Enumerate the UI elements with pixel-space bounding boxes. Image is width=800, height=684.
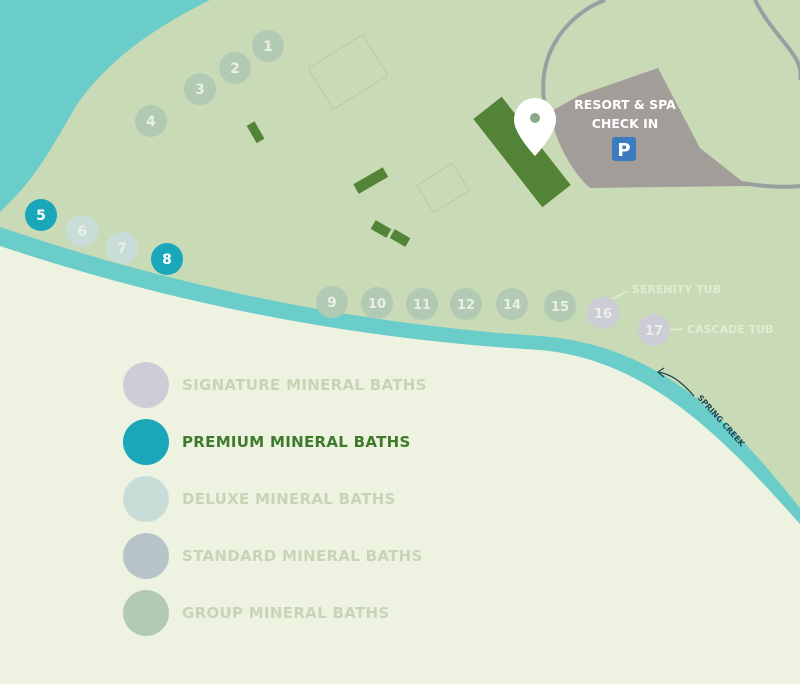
river-upper: [0, 0, 210, 212]
field-outline: [416, 162, 470, 214]
legend-swatch: [123, 476, 169, 522]
legend-swatch: [123, 533, 169, 579]
bath-marker-circle: [135, 105, 167, 137]
legend: SIGNATURE MINERAL BATHS PREMIUM MINERAL …: [123, 362, 543, 647]
bath-marker-17[interactable]: 17: [638, 314, 670, 346]
parking-letter: P: [617, 140, 630, 161]
bath-marker-5[interactable]: 5: [25, 199, 57, 231]
bath-marker-number: 8: [162, 252, 172, 268]
bath-marker-circle: [361, 287, 393, 319]
legend-swatch: [123, 419, 169, 465]
bath-marker-number: 1: [263, 39, 273, 55]
checkin-line2: CHECK IN: [592, 116, 659, 131]
legend-label: SIGNATURE MINERAL BATHS: [182, 376, 427, 394]
cabin-building: [246, 121, 265, 144]
bath-marker-1[interactable]: 1: [252, 30, 284, 62]
bath-marker-circle: [638, 314, 670, 346]
bath-marker-9[interactable]: 9: [316, 286, 348, 318]
legend-item-standard: STANDARD MINERAL BATHS: [123, 533, 543, 579]
cascade-tub-label: CASCADE TUB: [687, 323, 773, 336]
bath-marker-circle: [544, 290, 576, 322]
bath-marker-circle: [25, 199, 57, 231]
flow-arrow-icon: [656, 367, 695, 397]
bath-marker-number: 2: [230, 61, 240, 77]
bath-marker-circle: [450, 288, 482, 320]
cabin-building: [370, 220, 392, 238]
bath-marker-circle: [151, 243, 183, 275]
legend-item-group: GROUP MINERAL BATHS: [123, 590, 543, 636]
bath-marker-number: 3: [195, 82, 205, 98]
bath-marker-10[interactable]: 10: [361, 287, 393, 319]
bath-marker-number: 14: [503, 298, 521, 313]
parking-area: [550, 68, 748, 188]
field-outline: [307, 34, 389, 110]
cabin-building: [353, 167, 389, 194]
bath-marker-14[interactable]: 14: [496, 288, 528, 320]
cabin-building: [389, 229, 411, 247]
bath-marker-number: 16: [594, 307, 612, 322]
bath-marker-number: 9: [327, 295, 337, 311]
legend-item-signature: SIGNATURE MINERAL BATHS: [123, 362, 543, 408]
bath-marker-circle: [219, 52, 251, 84]
tub-pointer: [611, 290, 629, 300]
bath-marker-circle: [66, 215, 98, 247]
legend-label: STANDARD MINERAL BATHS: [182, 547, 423, 565]
legend-label: DELUXE MINERAL BATHS: [182, 490, 396, 508]
river-creek: [0, 227, 800, 524]
bath-marker-12[interactable]: 12: [450, 288, 482, 320]
bath-marker-circle: [252, 30, 284, 62]
road: [753, 0, 800, 80]
bath-marker-16[interactable]: 16: [587, 297, 619, 329]
legend-item-deluxe: DELUXE MINERAL BATHS: [123, 476, 543, 522]
bath-marker-number: 17: [645, 324, 663, 339]
bath-marker-circle: [106, 232, 138, 264]
bath-marker-circle: [406, 288, 438, 320]
bath-marker-15[interactable]: 15: [544, 290, 576, 322]
bath-marker-circle: [496, 288, 528, 320]
legend-swatch: [123, 590, 169, 636]
tub-pointer: [667, 328, 684, 331]
bath-marker-circle: [184, 73, 216, 105]
legend-item-premium: PREMIUM MINERAL BATHS: [123, 419, 543, 465]
bath-marker-number: 4: [146, 114, 156, 130]
road: [541, 0, 606, 119]
map-pin-icon[interactable]: [514, 98, 556, 156]
bath-marker-number: 5: [36, 208, 46, 224]
bath-marker-number: 10: [368, 297, 386, 312]
bath-marker-4[interactable]: 4: [135, 105, 167, 137]
lodge-building: [473, 96, 571, 208]
bath-marker-number: 11: [413, 298, 431, 313]
bath-marker-number: 7: [117, 241, 127, 257]
bath-marker-number: 12: [457, 298, 475, 313]
bath-marker-circle: [587, 297, 619, 329]
checkin-line1: RESORT & SPA: [574, 97, 676, 112]
bath-marker-11[interactable]: 11: [406, 288, 438, 320]
legend-swatch: [123, 362, 169, 408]
bath-marker-3[interactable]: 3: [184, 73, 216, 105]
serenity-tub-label: SERENITY TUB: [632, 283, 721, 296]
bath-marker-number: 6: [77, 224, 87, 240]
bath-marker-2[interactable]: 2: [219, 52, 251, 84]
bath-marker-circle: [316, 286, 348, 318]
bath-marker-6[interactable]: 6: [66, 215, 98, 247]
parking-icon: P: [612, 137, 636, 161]
legend-label: GROUP MINERAL BATHS: [182, 604, 390, 622]
bath-marker-7[interactable]: 7: [106, 232, 138, 264]
bath-marker-number: 15: [551, 300, 569, 315]
bath-marker-8[interactable]: 8: [151, 243, 183, 275]
legend-label: PREMIUM MINERAL BATHS: [182, 433, 411, 451]
